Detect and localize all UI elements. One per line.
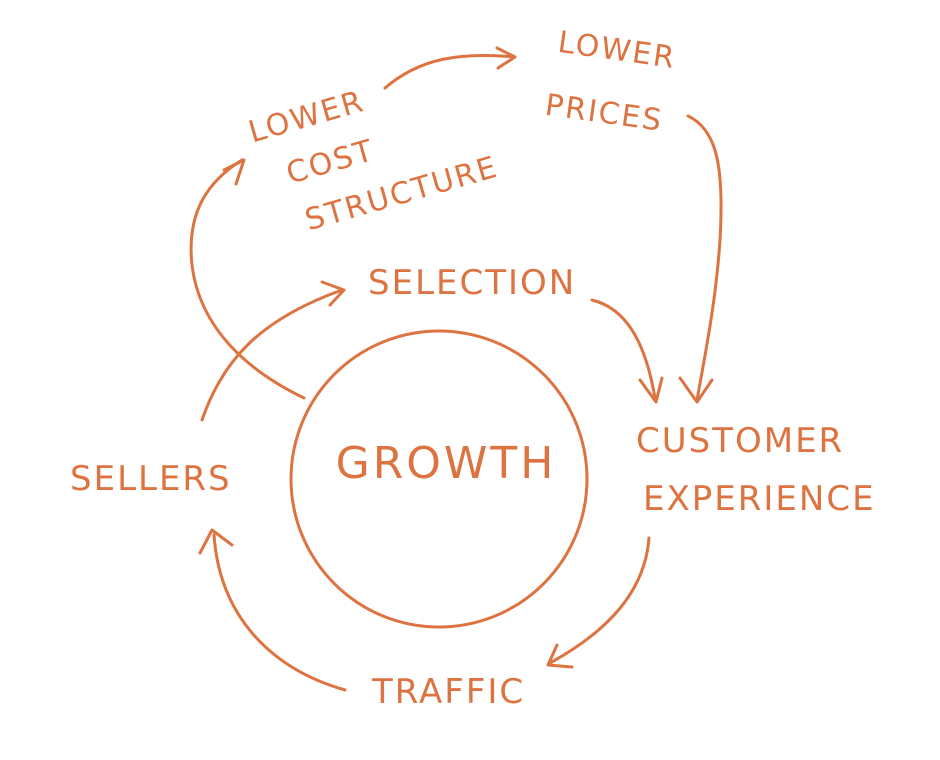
svg-text:EXPERIENCE: EXPERIENCE xyxy=(643,479,876,519)
growth-label: GROWTH xyxy=(336,438,557,489)
svg-text:LOWER: LOWER xyxy=(556,25,678,76)
selection-label: SELECTION xyxy=(368,263,576,303)
arrow-cost-to-prices xyxy=(383,46,517,90)
arrow-growth-to-cost xyxy=(189,158,306,400)
lower-prices-label: LOWER PRICES xyxy=(543,25,678,139)
svg-text:CUSTOMER: CUSTOMER xyxy=(636,421,844,461)
arrow-sellers-to-selection xyxy=(200,280,346,422)
arrow-selection-to-experience xyxy=(590,298,664,404)
lower-cost-structure-label: LOWER COST STRUCTURE xyxy=(245,84,503,238)
sellers-label: SELLERS xyxy=(70,459,232,499)
customer-experience-label: CUSTOMER EXPERIENCE xyxy=(636,421,876,519)
traffic-label: TRAFFIC xyxy=(371,672,525,712)
svg-text:PRICES: PRICES xyxy=(543,88,665,139)
arrow-traffic-to-sellers xyxy=(198,528,347,692)
growth-circle xyxy=(289,329,589,629)
arrow-prices-to-experience xyxy=(678,114,723,404)
svg-text:COST: COST xyxy=(283,133,379,191)
arrow-experience-to-traffic xyxy=(546,536,651,669)
